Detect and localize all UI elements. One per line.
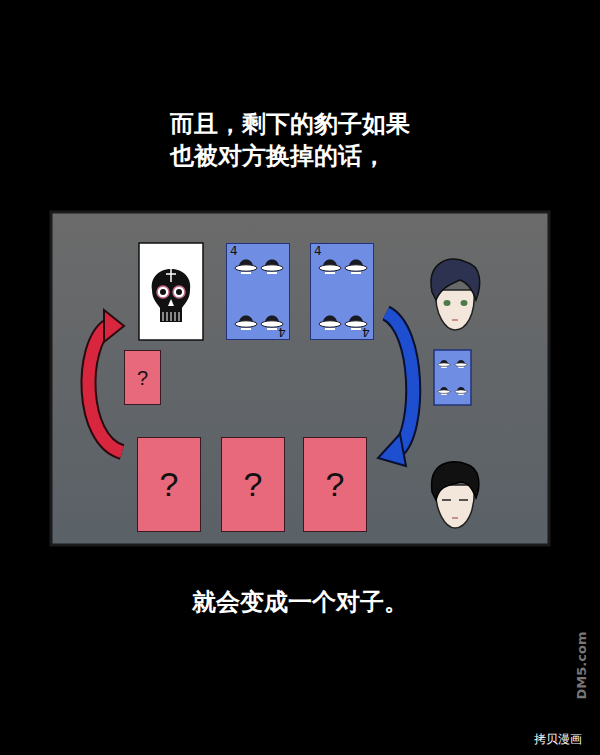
skull-card: [139, 243, 203, 340]
caption: 就会变成一个对子。: [0, 586, 600, 618]
question-mark: ?: [137, 367, 148, 389]
character-face: [431, 259, 480, 330]
card-rank: 4: [362, 325, 370, 338]
heading: 而且，剩下的豹子如果 也被对方换掉的话，: [170, 108, 420, 172]
card-fill: [310, 243, 374, 340]
question-mark: ?: [326, 466, 345, 503]
red-arrow: [88, 310, 124, 452]
watermark: 拷贝漫画: [534, 731, 582, 748]
card-rank: 4: [230, 245, 238, 258]
card-rank: 4: [314, 245, 322, 258]
face-down-card: ?: [221, 437, 285, 532]
face-down-card: ?: [124, 350, 161, 405]
card-fill: [221, 437, 285, 532]
skull: [152, 268, 190, 322]
face-down-card: ?: [137, 437, 201, 532]
blue-arrow: [378, 313, 413, 466]
watermark: DM5.com: [574, 632, 589, 700]
four-card: 44: [310, 243, 374, 340]
character-face: [432, 462, 479, 528]
opponent-card: [434, 350, 471, 405]
table-panel: [51, 212, 549, 545]
question-mark: ?: [244, 466, 263, 503]
face-down-card: ?: [303, 437, 367, 532]
card-rank: 4: [278, 325, 286, 338]
card-fill: [303, 437, 367, 532]
card-fill: [137, 437, 201, 532]
four-card: 44: [226, 243, 290, 340]
card-fill: [226, 243, 290, 340]
question-mark: ?: [160, 466, 179, 503]
card-fill: [124, 350, 161, 405]
